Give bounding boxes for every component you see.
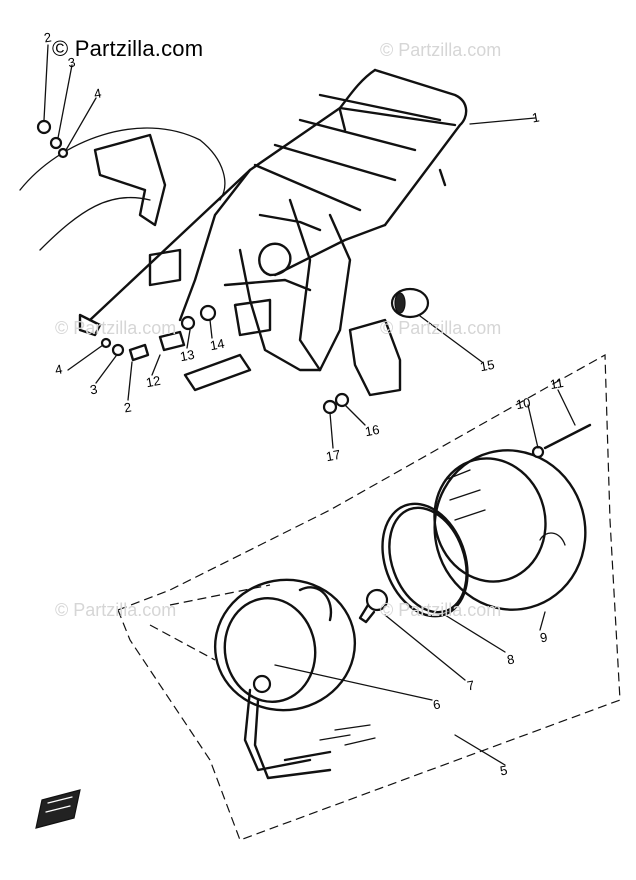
callout-15: 15 [478, 356, 496, 375]
callout-13: 13 [178, 346, 196, 365]
headlight-group-border [117, 353, 621, 841]
watermark-faint: © Partzilla.com [380, 40, 502, 60]
yamaha-emblem [35, 789, 81, 829]
callout-16: 16 [363, 421, 381, 440]
watermark-faint: © Partzilla.com [380, 600, 502, 620]
callout-11: 11 [548, 374, 565, 393]
callout-12: 12 [144, 372, 162, 391]
gasket-ring-inner [388, 506, 468, 614]
nuts-16-17 [322, 392, 350, 415]
grommet-15 [390, 287, 430, 319]
fender-outline-lower [39, 196, 151, 251]
fender-outline [19, 127, 226, 201]
leader-lines [43, 44, 576, 766]
hardware-bottom-left [100, 304, 217, 362]
watermark-faint: © Partzilla.com [55, 600, 177, 620]
fender-bracket [93, 133, 167, 227]
callout-10: 10 [514, 394, 532, 413]
bulb [358, 588, 389, 624]
watermark-main: © Partzilla.com [52, 36, 204, 61]
callout-14: 14 [208, 335, 226, 354]
watermark-faint: © Partzilla.com [380, 318, 502, 338]
headlight-rim [433, 449, 587, 611]
watermark-faint: © Partzilla.com [55, 318, 177, 338]
leader-dash-b [149, 624, 216, 661]
callout-17: 17 [324, 446, 342, 465]
screw-11 [543, 423, 592, 450]
rear-carrier-frame [78, 68, 468, 397]
headlight-housing [213, 578, 376, 780]
hardware-top-left [36, 119, 69, 159]
